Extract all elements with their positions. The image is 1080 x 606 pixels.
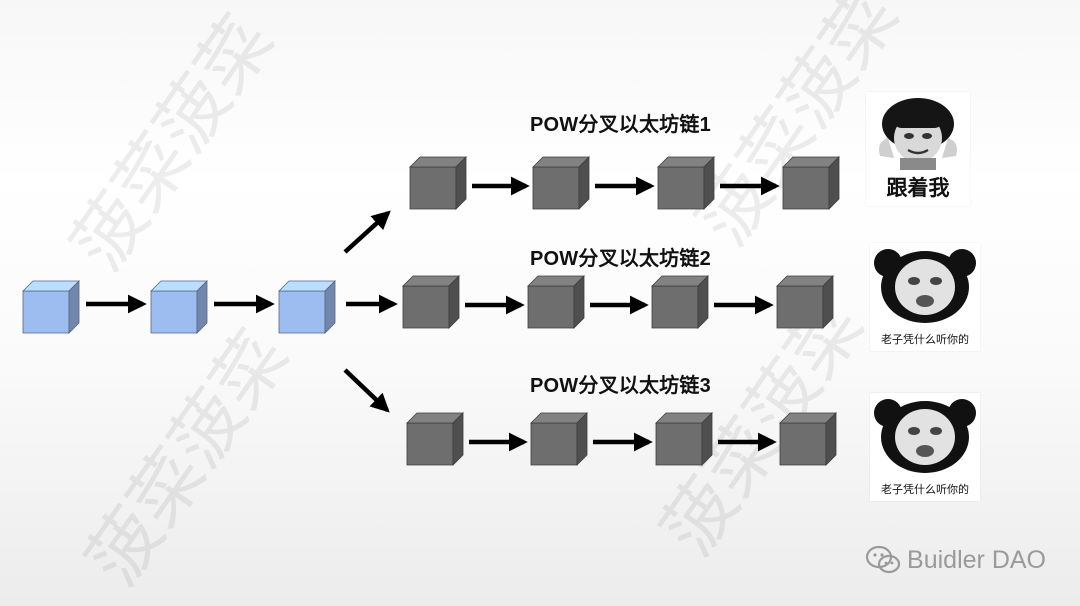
chain-label-2: POW分叉以太坊链2	[530, 248, 711, 270]
fork-chain-2-block	[527, 275, 585, 329]
fork-chain-2-block	[402, 275, 460, 329]
fork-chain-2-block	[651, 275, 709, 329]
meme-caption-3: 老子凭什么听你的	[881, 484, 969, 496]
chain-label-1: POW分叉以太坊链1	[530, 114, 711, 136]
meme-caption-2: 老子凭什么听你的	[881, 334, 969, 346]
main-chain-block	[22, 280, 80, 334]
fork-chain-3-block	[406, 412, 464, 466]
meme-card-panda-3: 老子凭什么听你的	[870, 393, 980, 501]
fork-branch-arrow-1	[343, 210, 391, 254]
fork-chain-1-block	[409, 156, 467, 210]
mushroom-hair-boy-icon	[879, 98, 957, 170]
watermark-text: 菠菜菠菜	[70, 316, 304, 600]
arrows-layer	[86, 176, 780, 452]
fork-chain-1-block	[657, 156, 715, 210]
fork-chain-2-block	[776, 275, 834, 329]
blocks-layer	[22, 156, 840, 466]
panda-face-icon	[874, 249, 976, 323]
fork-chain-1-block	[532, 156, 590, 210]
meme-caption-1: 跟着我	[886, 177, 950, 200]
fork-chain-1-block	[782, 156, 840, 210]
fork-chain-3-block	[530, 412, 588, 466]
panda-face-icon	[874, 399, 976, 473]
brand-watermark: Buidler DAO	[865, 542, 1046, 578]
main-chain-block	[150, 280, 208, 334]
wechat-icon	[865, 545, 901, 574]
fork-chain-3-block	[779, 412, 837, 466]
fork-branch-arrow-3	[343, 368, 390, 413]
watermark-text: 菠菜菠菜	[55, 1, 289, 285]
brand-name: Buidler DAO	[907, 545, 1046, 574]
meme-card-panda-2: 老子凭什么听你的	[870, 243, 980, 351]
chain-label-3: POW分叉以太坊链3	[530, 375, 711, 397]
fork-chain-3-block	[655, 412, 713, 466]
meme-card-follow-me: 跟着我	[866, 92, 970, 206]
main-chain-block	[278, 280, 336, 334]
